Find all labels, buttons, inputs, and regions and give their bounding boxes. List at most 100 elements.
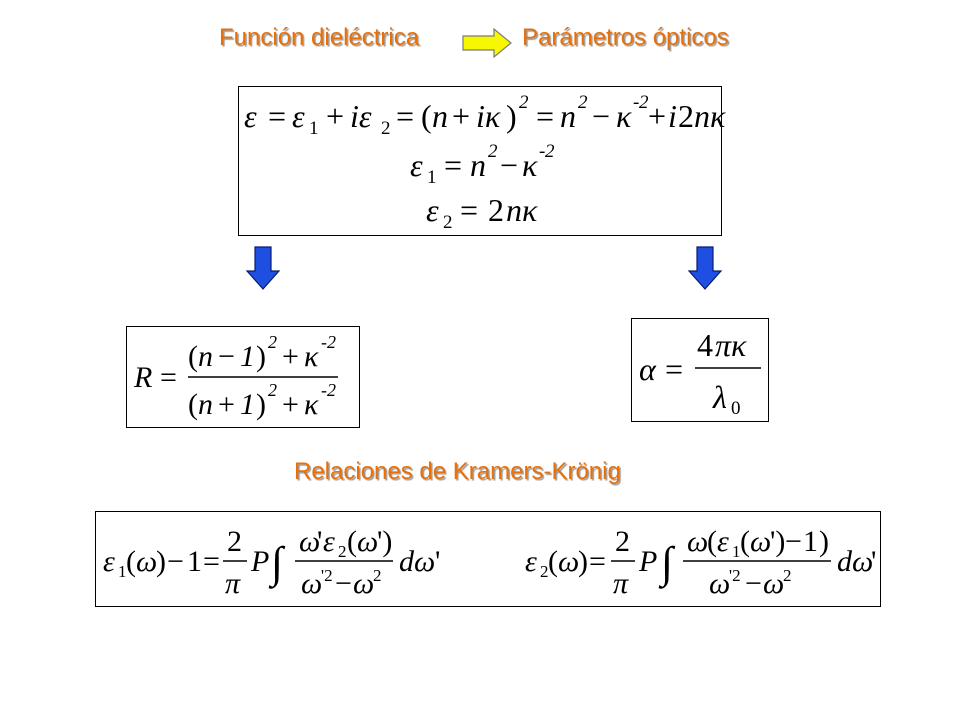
svg-text:(: ( xyxy=(707,525,717,558)
svg-text:2: 2 xyxy=(443,212,453,233)
svg-text:ω: ω xyxy=(299,525,320,558)
eps2-equation: ε 2 = 2 nκ xyxy=(426,192,538,233)
svg-text:): ) xyxy=(578,545,588,578)
svg-text:2: 2 xyxy=(381,118,391,139)
svg-text:2: 2 xyxy=(578,92,588,113)
down-arrow-icon xyxy=(246,246,280,290)
svg-text:-: - xyxy=(539,141,545,162)
svg-text:α: α xyxy=(639,351,657,387)
svg-text:0: 0 xyxy=(731,398,741,419)
svg-text:−: − xyxy=(335,567,352,600)
absorption-equation: α = 4 πκ λ 0 xyxy=(639,327,761,419)
svg-text:κ: κ xyxy=(304,388,319,421)
svg-text:ω: ω xyxy=(353,567,374,600)
svg-text:ε: ε xyxy=(410,147,423,183)
svg-text:ω: ω xyxy=(750,525,771,558)
svg-text:2: 2 xyxy=(639,92,649,113)
svg-text:2: 2 xyxy=(783,566,792,585)
svg-text:iε: iε xyxy=(350,98,372,134)
svg-text:(: ( xyxy=(740,525,750,558)
svg-text:(: ( xyxy=(188,388,198,421)
svg-text:1: 1 xyxy=(240,388,255,421)
svg-text:2: 2 xyxy=(615,525,630,558)
svg-text:+: + xyxy=(648,98,666,134)
svg-text:=: = xyxy=(203,545,220,578)
svg-text:+: + xyxy=(218,388,235,421)
svg-text:−: − xyxy=(785,525,802,558)
svg-text:ω: ω xyxy=(357,525,378,558)
kk-eps1-equation: ε 1 ( ω ) − 1 = 2 π P ∫ ω ' ε 2 ( ω ') ω… xyxy=(103,525,440,600)
svg-text:2: 2 xyxy=(327,380,336,400)
svg-text:+: + xyxy=(452,98,470,134)
svg-text:λ: λ xyxy=(712,379,727,415)
svg-text:ω: ω xyxy=(763,567,784,600)
svg-text:=: = xyxy=(160,361,177,394)
svg-text:): ) xyxy=(819,525,829,558)
svg-text:=: = xyxy=(460,192,478,228)
svg-text:1: 1 xyxy=(118,562,127,581)
svg-text:2: 2 xyxy=(327,332,336,352)
svg-text:(: ( xyxy=(548,545,558,578)
kramers-kronig-title: Relaciones de Kramers-Krönig xyxy=(294,458,621,485)
svg-text:ω: ω xyxy=(687,525,708,558)
svg-text:πκ: πκ xyxy=(715,327,747,363)
svg-text:2: 2 xyxy=(373,566,382,585)
svg-text:π: π xyxy=(225,567,241,600)
svg-text:2: 2 xyxy=(227,525,242,558)
svg-text:(: ( xyxy=(188,340,198,373)
svg-text:ω: ω xyxy=(136,545,157,578)
svg-text:n: n xyxy=(198,388,213,421)
svg-text:): ) xyxy=(256,340,266,373)
svg-text:i: i xyxy=(668,98,677,134)
svg-text:P: P xyxy=(250,545,269,578)
svg-text:1: 1 xyxy=(427,167,437,188)
svg-text:': ' xyxy=(871,545,876,578)
svg-text:'2: '2 xyxy=(729,566,741,585)
svg-text:n: n xyxy=(470,147,486,183)
svg-text:nκ: nκ xyxy=(506,192,538,228)
reflectance-equation: R = ( n − 1 ) 2 + κ - 2 ( n + 1 ) 2 + κ … xyxy=(133,332,338,421)
svg-text:−: − xyxy=(745,567,762,600)
svg-text:ε: ε xyxy=(426,192,439,228)
right-arrow-icon xyxy=(462,27,512,59)
svg-text:2: 2 xyxy=(338,542,347,561)
svg-text:ε: ε xyxy=(323,525,335,558)
svg-text:=: = xyxy=(268,98,286,134)
svg-text:∫: ∫ xyxy=(658,538,676,589)
svg-text:=: = xyxy=(665,351,683,387)
svg-text:ω: ω xyxy=(709,567,730,600)
svg-text:ε: ε xyxy=(292,98,305,134)
svg-text:2: 2 xyxy=(540,562,549,581)
svg-text:n: n xyxy=(198,340,213,373)
svg-text:1: 1 xyxy=(187,545,202,578)
svg-text:): ) xyxy=(506,98,517,134)
svg-text:dω: dω xyxy=(399,545,435,578)
svg-text:(: ( xyxy=(126,545,136,578)
svg-text:): ) xyxy=(256,388,266,421)
svg-text:κ: κ xyxy=(522,147,538,183)
svg-text:ε: ε xyxy=(717,525,729,558)
optical-parameters-label: Parámetros ópticos xyxy=(522,24,729,51)
svg-text:P: P xyxy=(638,545,657,578)
svg-text:−: − xyxy=(592,98,610,134)
svg-text:-: - xyxy=(321,380,327,400)
svg-text:ω: ω xyxy=(301,567,322,600)
svg-text:2: 2 xyxy=(268,380,277,400)
svg-text:'): ') xyxy=(770,525,785,558)
svg-text:π: π xyxy=(613,567,629,600)
svg-text:κ: κ xyxy=(616,98,632,134)
svg-text:ε: ε xyxy=(103,545,115,578)
svg-text:∫: ∫ xyxy=(268,538,286,589)
svg-text:2: 2 xyxy=(268,332,277,352)
svg-text:(: ( xyxy=(421,98,432,134)
svg-text:-: - xyxy=(321,332,327,352)
svg-text:n: n xyxy=(432,98,448,134)
svg-text:'2: '2 xyxy=(321,566,333,585)
svg-text:2: 2 xyxy=(519,92,529,113)
svg-text:+: + xyxy=(326,98,344,134)
svg-text:1: 1 xyxy=(309,118,319,139)
svg-text:R: R xyxy=(133,361,152,394)
svg-text:ω: ω xyxy=(558,545,579,578)
svg-text:): ) xyxy=(156,545,166,578)
svg-text:': ' xyxy=(435,545,440,578)
